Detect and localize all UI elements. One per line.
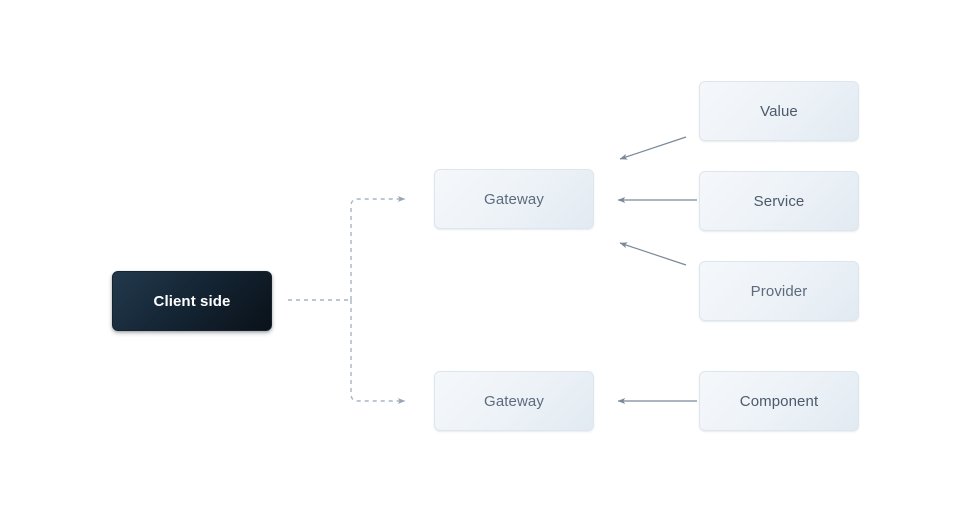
node-provider-label: Provider — [750, 282, 808, 300]
node-service[interactable]: Service — [699, 171, 859, 231]
node-gateway-top-label: Gateway — [484, 190, 544, 208]
connector-value-to-gateway-top — [619, 136, 687, 160]
node-provider[interactable]: Provider — [699, 261, 859, 321]
node-component-label: Component — [739, 392, 819, 410]
node-gateway-bottom[interactable]: Gateway — [434, 371, 594, 431]
connector-provider-to-gateway-top — [619, 242, 687, 266]
node-gateway-top[interactable]: Gateway — [434, 169, 594, 229]
node-value-label: Value — [760, 102, 798, 120]
node-client-side-label: Client side — [153, 292, 231, 310]
connector-client-to-gateway-top — [350, 195, 406, 300]
node-service-label: Service — [753, 192, 805, 210]
connector-client-to-gateway-bottom — [350, 300, 406, 404]
node-gateway-bottom-label: Gateway — [484, 392, 544, 410]
node-component[interactable]: Component — [699, 371, 859, 431]
node-value[interactable]: Value — [699, 81, 859, 141]
node-client-side[interactable]: Client side — [112, 271, 272, 331]
